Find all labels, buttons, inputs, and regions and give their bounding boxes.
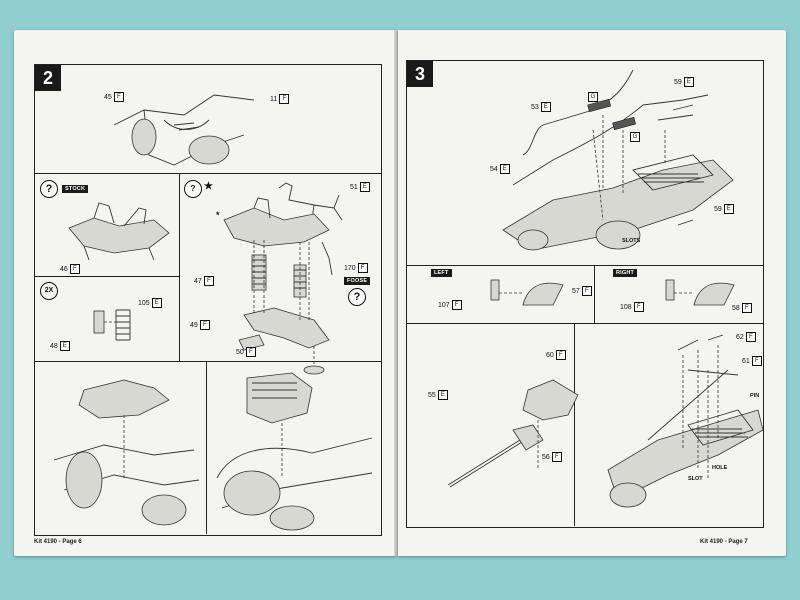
step-2-frame: [34, 64, 382, 536]
left-tag: LEFT: [431, 269, 452, 277]
rear-axle-drawing: [113, 94, 255, 166]
left-mount-drawing: [490, 279, 564, 306]
divider: [406, 323, 763, 325]
custom-suspension-drawing: [223, 182, 343, 375]
exhaust-underbody-drawing: [502, 69, 734, 251]
star-icon: ★: [204, 181, 213, 192]
stock-crossmember-drawing: [68, 202, 170, 261]
divider: [594, 265, 596, 323]
question-icon: ?: [348, 288, 366, 306]
hole-label: HOLE: [712, 465, 728, 471]
right-mount-drawing: [665, 279, 735, 306]
divider: [179, 173, 181, 361]
engine-chassis-drawing: [216, 372, 373, 531]
divider: [34, 276, 179, 278]
question-icon: ?: [40, 180, 58, 198]
page-footer: Kit 4190 - Page 7: [700, 539, 748, 545]
right-tag: RIGHT: [613, 269, 638, 277]
divider: [34, 361, 381, 363]
divider: [206, 361, 208, 534]
foose-tag: FOOSE: [344, 277, 371, 285]
g-tag: G: [630, 132, 640, 142]
step-3-number: 3: [407, 61, 433, 87]
quantity-icon: 2X: [40, 282, 58, 300]
chassis-assembly-drawing: [607, 334, 764, 508]
divider: [34, 173, 381, 175]
divider: [574, 323, 576, 526]
frame-assembly-drawing: [53, 379, 200, 526]
step-3-frame: [406, 60, 764, 528]
asterisk-icon: *: [216, 210, 220, 220]
driveshaft-drawing: [447, 379, 579, 488]
divider: [406, 265, 763, 267]
g-tag: G: [588, 92, 598, 102]
slots-label: SLOTS: [622, 238, 641, 244]
page-footer: Kit 4190 - Page 6: [34, 539, 82, 545]
slot-label: SLOT: [688, 476, 703, 482]
step-2-number: 2: [35, 65, 61, 91]
stock-tag: STOCK: [62, 185, 89, 193]
pin-label: PIN: [750, 393, 760, 399]
question-icon: ?: [184, 180, 202, 198]
spring-drawing: [93, 309, 131, 341]
